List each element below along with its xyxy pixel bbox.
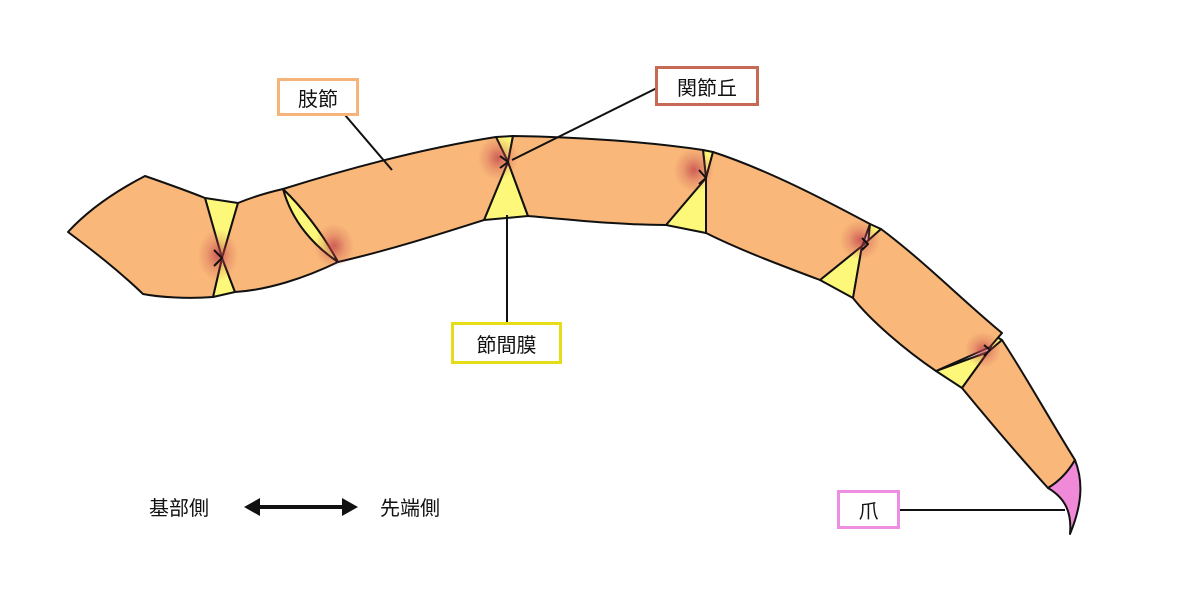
direction-proximal-text: 基部側	[149, 496, 209, 520]
condyle-notches	[213, 155, 991, 357]
leader-lines	[344, 87, 1065, 511]
claw-shape	[1047, 459, 1082, 535]
label-segment: 肢節	[277, 78, 359, 116]
label-claw: 爪	[837, 490, 900, 529]
leader-condyle	[511, 87, 658, 161]
direction-arrow	[244, 498, 358, 516]
joint-glows	[198, 136, 1001, 368]
segment-4	[507, 135, 707, 226]
segment-coxa	[67, 175, 223, 299]
segments	[67, 135, 1076, 489]
label-membrane: 節間膜	[451, 322, 562, 364]
direction-distal-text: 先端側	[380, 496, 440, 520]
label-condyle: 関節丘	[655, 66, 759, 106]
leader-segment	[344, 114, 393, 171]
